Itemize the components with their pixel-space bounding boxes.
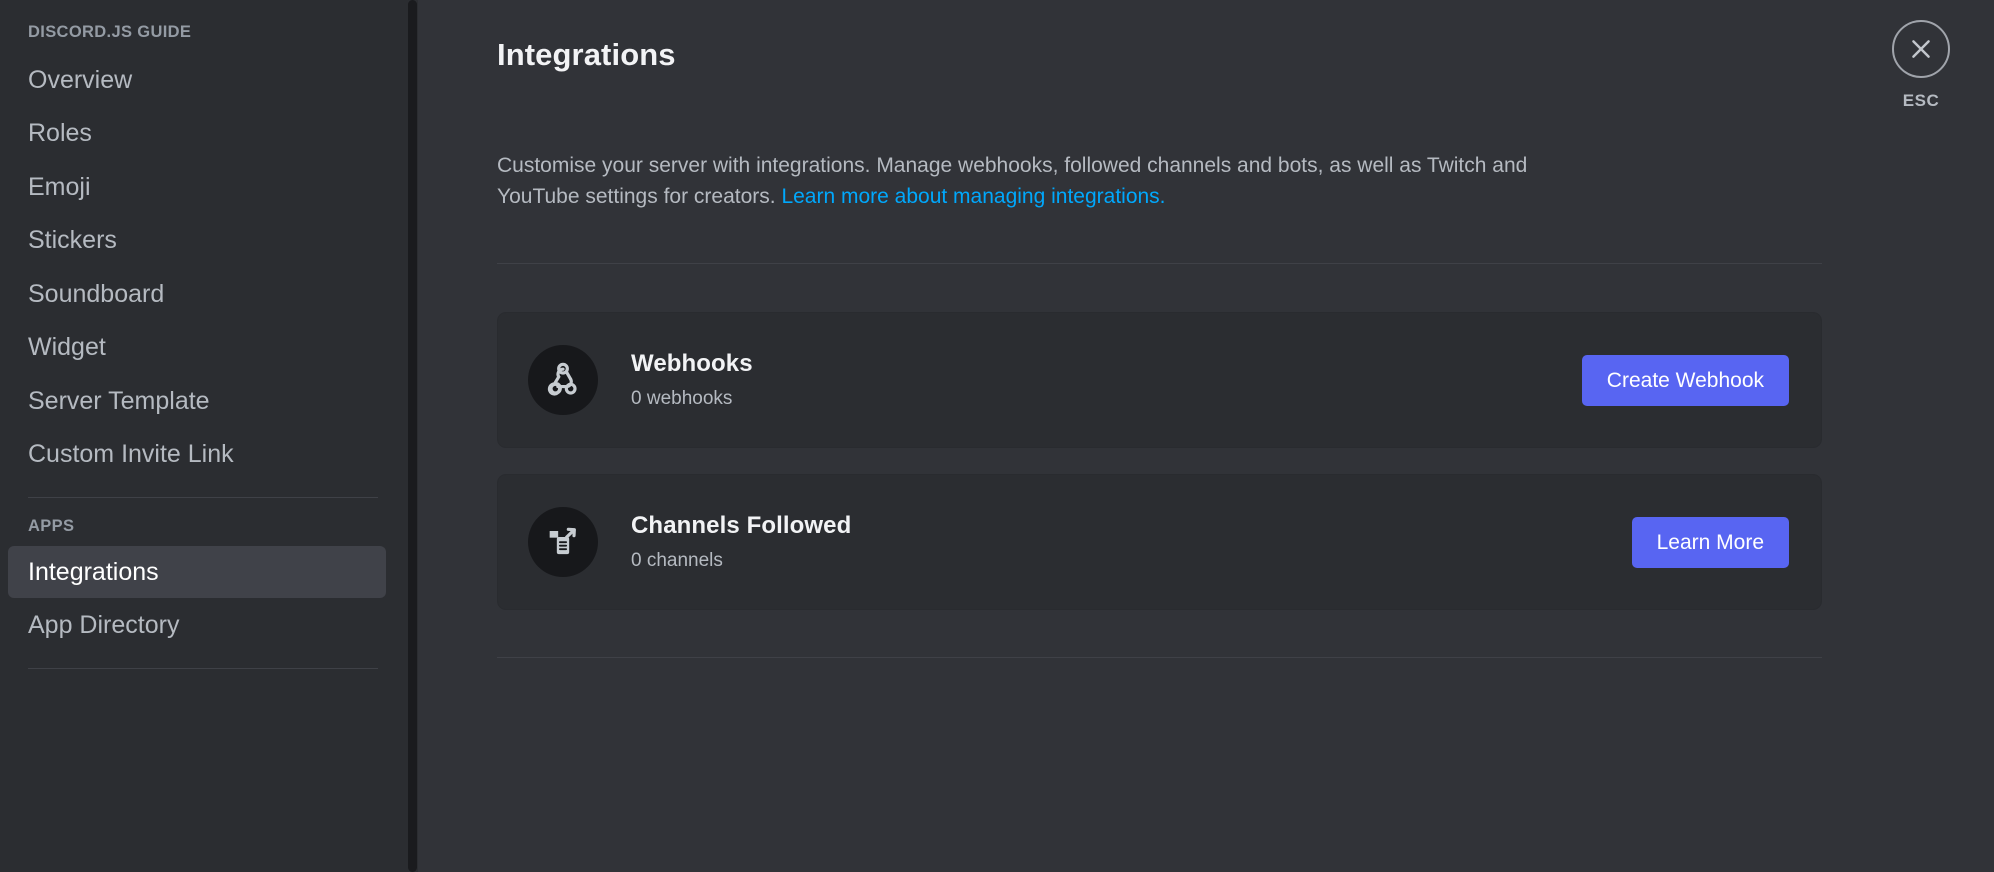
learn-more-link[interactable]: Learn more about managing integrations. [781,185,1166,208]
close-icon[interactable] [1892,20,1950,78]
section-divider-top [497,263,1822,264]
section-divider-bottom [497,657,1822,658]
card-title: Webhooks [631,350,753,377]
channels-followed-card: Channels Followed 0 channels Learn More [497,474,1822,610]
page-description-text: Customise your server with integrations.… [497,154,1528,208]
page-description: Customise your server with integrations.… [497,150,1547,212]
page-title: Integrations [497,37,676,72]
sidebar-item-server-template[interactable]: Server Template [28,386,210,415]
settings-main-panel: Integrations Customise your server with … [418,0,1994,872]
sidebar-item-stickers[interactable]: Stickers [28,226,117,254]
sidebar-section-header-apps: APPS [28,517,75,535]
webhook-icon [528,345,598,415]
card-subtitle: 0 webhooks [631,388,733,409]
sidebar-item-emoji[interactable]: Emoji [28,172,91,201]
sidebar-item-overview[interactable]: Overview [28,65,133,94]
sidebar-scroll-area: DISCORD.JS GUIDE Overview Roles Emoji St… [0,0,404,872]
close-modal-button[interactable]: ESC [1884,20,1958,111]
create-webhook-button[interactable]: Create Webhook [1581,354,1789,406]
sidebar-section-header-server: DISCORD.JS GUIDE [28,23,192,41]
sidebar-divider [28,497,378,498]
webhooks-card: Webhooks 0 webhooks Create Webhook [497,312,1822,448]
learn-more-button[interactable]: Learn More [1631,516,1789,568]
card-title: Channels Followed [631,512,852,539]
sidebar-item-custom-invite-link[interactable]: Custom Invite Link [28,440,234,468]
sidebar-divider-bottom [28,668,378,669]
close-label: ESC [1902,91,1940,110]
sidebar-item-widget[interactable]: Widget [28,333,106,361]
settings-sidebar: DISCORD.JS GUIDE Overview Roles Emoji St… [0,0,418,872]
channels-followed-icon [528,507,598,577]
sidebar-item-soundboard[interactable]: Soundboard [28,279,165,308]
sidebar-item-roles[interactable]: Roles [28,119,92,147]
sidebar-item-integrations[interactable]: Integrations [8,545,386,598]
sidebar-item-app-directory[interactable]: App Directory [28,611,180,639]
card-subtitle: 0 channels [631,550,723,571]
sidebar-scrollbar-thumb[interactable] [408,0,417,872]
